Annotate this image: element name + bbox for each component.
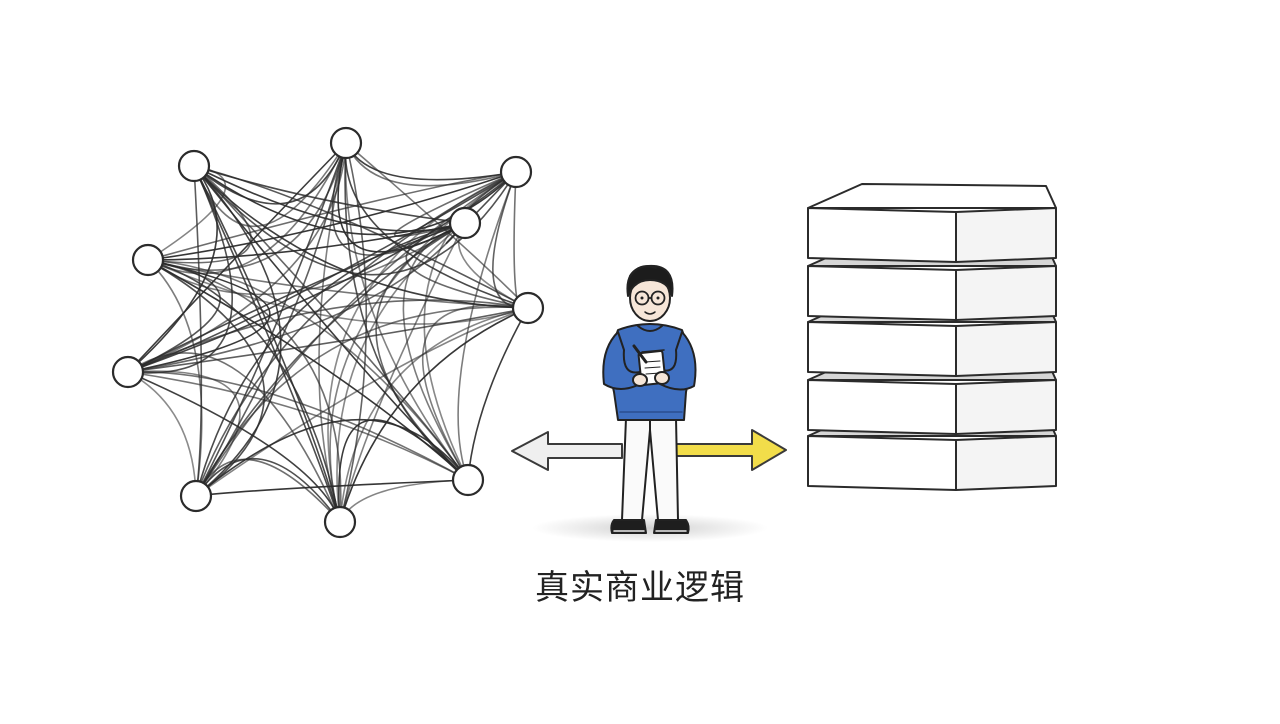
network-strand [513, 171, 529, 313]
network-strand [127, 299, 529, 373]
network-strand [345, 142, 517, 181]
network-node [177, 149, 211, 183]
network-strand [338, 419, 469, 523]
tangled-network-icon [111, 126, 545, 539]
network-strand [339, 142, 368, 523]
network-strand [339, 479, 469, 523]
network-strand [147, 171, 517, 261]
network-strand [195, 458, 341, 523]
network-strand [147, 259, 469, 481]
network-strand [492, 171, 529, 309]
network-strand [147, 259, 469, 481]
network-strand [147, 259, 341, 523]
diagram-caption: 真实商业逻辑 [535, 568, 745, 608]
network-strand [393, 171, 517, 237]
network-strand [457, 171, 517, 481]
left-arrow-icon [511, 431, 623, 471]
network-strand [127, 371, 469, 481]
stack-layer [807, 183, 1057, 263]
network-strand [147, 171, 517, 261]
network-strand [127, 165, 218, 373]
network-strand [193, 165, 529, 309]
network-node [451, 463, 485, 497]
network-strand [147, 165, 252, 264]
network-strand [147, 259, 266, 497]
network-strand [127, 171, 517, 373]
network-strand [193, 165, 517, 236]
network-strand [195, 418, 469, 497]
stacked-layers-icon [807, 183, 1057, 491]
network-node [448, 206, 482, 240]
network-strand [195, 142, 347, 497]
network-strand [147, 259, 203, 497]
network-strand [127, 371, 469, 481]
network-strand [195, 479, 469, 497]
network-strand [344, 142, 529, 309]
network-strand [422, 304, 529, 481]
network-node [179, 479, 213, 513]
network-strand [345, 142, 517, 187]
network-strand [127, 371, 341, 523]
network-strand [195, 306, 529, 497]
network-strand [147, 259, 529, 325]
network-strand [402, 222, 469, 481]
network-strand [339, 307, 529, 523]
network-strand [195, 458, 341, 523]
network-node [131, 243, 165, 277]
network-strand [195, 222, 466, 497]
network-strand [147, 259, 529, 309]
network-strand [467, 307, 529, 481]
network-strand [344, 142, 469, 481]
network-strand [127, 222, 466, 373]
network-strand [127, 222, 466, 373]
network-strand [127, 142, 347, 373]
network-strand [339, 307, 529, 523]
network-strand [127, 370, 241, 497]
network-node [111, 355, 145, 389]
network-strand [327, 171, 517, 523]
right-arrow-icon [675, 429, 787, 471]
network-node [329, 126, 363, 160]
network-strand [127, 352, 341, 523]
network-strand [193, 165, 341, 523]
network-node [511, 291, 545, 325]
network-strand [344, 142, 469, 481]
network-strand [193, 165, 282, 497]
network-strand [127, 371, 197, 497]
person-with-notepad-icon [532, 264, 768, 542]
network-strand [147, 142, 347, 275]
network-strand [336, 222, 466, 523]
network-node [323, 505, 357, 539]
network-strand [345, 142, 529, 309]
network-strand [147, 222, 466, 261]
network-node [499, 155, 533, 189]
network-strand [375, 222, 469, 481]
